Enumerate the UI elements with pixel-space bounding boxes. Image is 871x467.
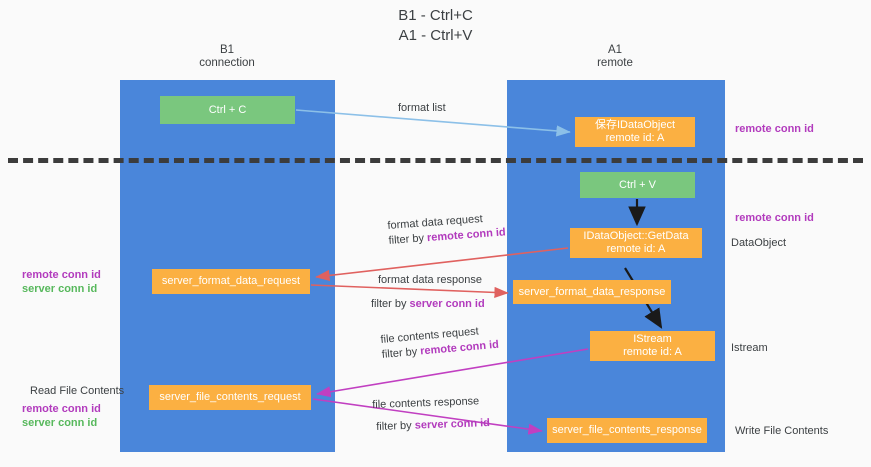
annotation-right-remote-conn-id-mid: remote conn id [735, 212, 814, 224]
annotation-left-conn-ids-bottom: remote conn id server conn id [22, 402, 101, 430]
box-istream-line2: remote id: A [623, 346, 682, 358]
annotation-right-write-file-contents: Write File Contents [735, 425, 829, 437]
column-header-a1: A1 remote [525, 44, 705, 70]
annotation-left-read-file-contents: Read File Contents [30, 385, 125, 397]
box-istream-line1: IStream [633, 333, 672, 345]
title-line-1: B1 - Ctrl+C [398, 7, 473, 24]
page-title: B1 - Ctrl+C A1 - Ctrl+V [0, 6, 871, 46]
edge-label-file-contents-response: file contents response [372, 394, 479, 413]
edge-label-file-contents-response-filter-prefix: filter by [376, 419, 415, 433]
annotation-left-remote-conn-id: remote conn id [22, 269, 101, 281]
annotation-left-server-conn-id-2: server conn id [22, 417, 98, 429]
column-header-b1-name: B1 [219, 44, 235, 56]
phase-divider [8, 158, 863, 163]
box-ctrl-v-label: Ctrl + V [619, 178, 656, 191]
box-server-file-contents-request-label: server_file_contents_request [159, 391, 301, 403]
column-header-b1-role: connection [199, 57, 255, 69]
box-save-idataobject-line2: remote id: A [605, 132, 665, 144]
column-header-a1-name: A1 [607, 44, 623, 56]
box-server-file-contents-response[interactable]: server_file_contents_response [547, 418, 707, 443]
box-ctrl-v[interactable]: Ctrl + V [580, 172, 695, 198]
edge-label-file-contents-request: file contents request filter by remote c… [380, 323, 500, 363]
annotation-right-dataobject: DataObject [731, 237, 787, 249]
box-server-file-contents-request[interactable]: server_file_contents_request [149, 385, 311, 410]
edge-label-format-data-response-filter-prefix: filter by [371, 298, 410, 310]
box-idataobject-getdata[interactable]: IDataObject::GetData remote id: A [570, 228, 702, 258]
annotation-right-istream: Istream [731, 342, 768, 354]
box-server-format-data-response-label: server_format_data_response [518, 285, 666, 298]
box-getdata-line2: remote id: A [606, 243, 666, 255]
annotation-right-remote-conn-id-top: remote conn id [735, 123, 814, 135]
edge-label-format-data-response-filter-key: server conn id [409, 298, 485, 310]
box-server-format-data-response[interactable]: server_format_data_response [513, 280, 671, 304]
box-save-idataobject-line1: 保存IDataObject [594, 119, 676, 131]
box-save-idataobject[interactable]: 保存IDataObject remote id: A [575, 117, 695, 147]
edge-label-file-contents-response-filter: filter by server conn id [376, 416, 490, 435]
edge-label-file-contents-request-filter-prefix: filter by [381, 345, 421, 361]
edge-label-file-contents-response-text: file contents response [372, 395, 480, 411]
edge-label-format-data-response-filter: filter by server conn id [371, 297, 485, 312]
edge-label-format-list-text: format list [398, 102, 446, 114]
column-header-a1-role: remote [597, 57, 633, 69]
annotation-left-server-conn-id: server conn id [22, 283, 98, 295]
title-line-2: A1 - Ctrl+V [398, 27, 473, 44]
edge-label-format-data-request: format data request filter by remote con… [387, 210, 506, 249]
edge-label-format-data-response-text: format data response [378, 274, 482, 286]
box-getdata-line1: IDataObject::GetData [583, 230, 689, 242]
edge-label-file-contents-response-filter-key: server conn id [414, 417, 491, 432]
edge-label-format-list: format list [398, 101, 446, 116]
edge-label-format-data-request-filter-prefix: filter by [388, 232, 428, 247]
annotation-left-remote-conn-id-2: remote conn id [22, 403, 101, 415]
edge-label-format-data-response: format data response [378, 273, 482, 288]
box-ctrl-c-label: Ctrl + C [208, 103, 247, 116]
box-istream[interactable]: IStream remote id: A [590, 331, 715, 361]
box-server-format-data-request-label: server_format_data_request [161, 275, 301, 287]
box-ctrl-c[interactable]: Ctrl + C [160, 96, 295, 124]
box-server-file-contents-response-label: server_file_contents_response [552, 424, 702, 436]
column-header-b1: B1 connection [137, 44, 317, 70]
box-server-format-data-request[interactable]: server_format_data_request [152, 269, 310, 294]
annotation-left-conn-ids-top: remote conn id server conn id [22, 268, 101, 296]
